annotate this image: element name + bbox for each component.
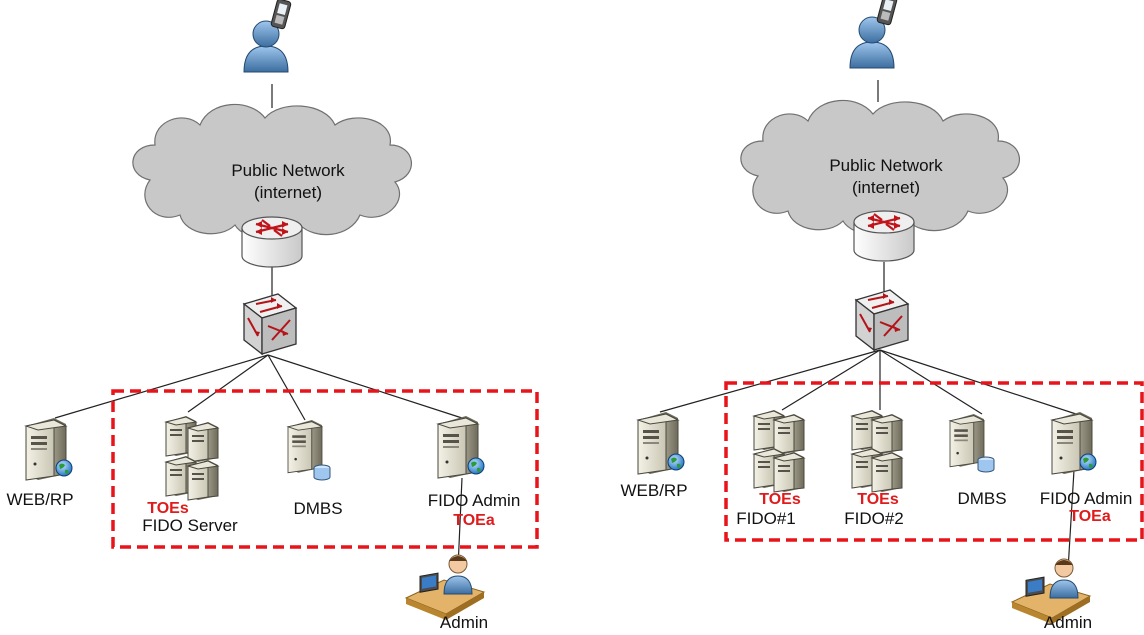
left-links (54, 84, 463, 569)
globe-icon (667, 453, 685, 471)
fido1-cluster-icon (753, 409, 805, 493)
cloud-label-line1: Public Network (231, 161, 345, 180)
globe-icon (1079, 453, 1097, 471)
fido-server-cluster-icon (165, 415, 219, 501)
fido-admin-label: FIDO Admin (1040, 489, 1133, 508)
right-diagram: Public Network (internet) WEB/RP TOEs FI… (620, 0, 1144, 632)
database-icon (977, 456, 995, 473)
cloud-label-line1: Public Network (829, 156, 943, 175)
dbms-server-icon (287, 419, 323, 474)
database-icon (313, 464, 331, 481)
toes-tag-1: TOEs (759, 491, 801, 508)
toes-tag-2: TOEs (857, 491, 899, 508)
toea-tag: TOEa (453, 512, 495, 529)
web-rp-label: WEB/RP (620, 481, 687, 500)
fido2-label: FIDO#2 (844, 509, 904, 528)
left-diagram: Public Network (internet) WEB/RP TOEs FI… (6, 0, 539, 632)
router-icon (240, 215, 304, 269)
dmbs-label: DMBS (293, 499, 342, 518)
globe-icon (467, 457, 485, 475)
web-rp-label: WEB/RP (6, 490, 73, 509)
fido1-label: FIDO#1 (736, 509, 796, 528)
router-icon (852, 209, 916, 263)
cloud-label-line2: (internet) (852, 178, 920, 197)
mobile-user-icon (849, 0, 899, 69)
fido-admin-label: FIDO Admin (428, 491, 521, 510)
toe-boundary (724, 381, 1144, 542)
toe-boundary (111, 389, 539, 549)
mobile-user-icon (243, 0, 293, 73)
globe-icon (55, 459, 73, 477)
admin-workstation-icon (405, 554, 485, 621)
switch-icon (243, 293, 297, 355)
admin-label: Admin (1044, 613, 1092, 632)
toea-tag: TOEa (1069, 508, 1111, 525)
fido2-cluster-icon (851, 409, 903, 493)
dmbs-label: DMBS (957, 489, 1006, 508)
cloud-label-line2: (internet) (254, 183, 322, 202)
switch-icon (855, 289, 909, 351)
admin-label: Admin (440, 613, 488, 632)
fido-server-label: FIDO Server (142, 516, 238, 535)
toes-tag: TOEs (147, 500, 189, 517)
